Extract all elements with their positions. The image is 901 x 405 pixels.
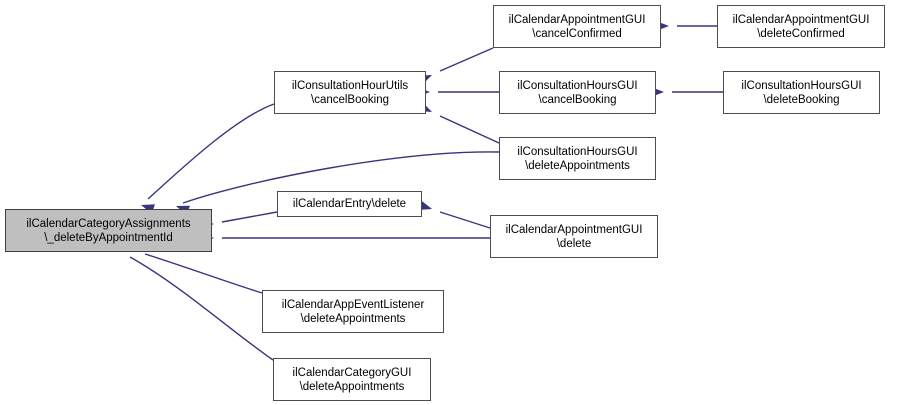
graph-node-cal_entry_delete[interactable]: ilCalendarEntry\delete bbox=[277, 191, 422, 217]
node-label-line2: \deleteAppointments bbox=[300, 312, 406, 325]
node-label-line2: \deleteConfirmed bbox=[757, 27, 845, 40]
node-label-line1: ilConsultationHoursGUI bbox=[517, 145, 638, 158]
node-label-line2: \cancelConfirmed bbox=[532, 27, 622, 40]
graph-node-cal_app_event_listener_delete_appointments[interactable]: ilCalendarAppEventListener\deleteAppoint… bbox=[262, 290, 444, 333]
graph-node-consult_hours_gui_delete_booking[interactable]: ilConsultationHoursGUI\deleteBooking bbox=[723, 71, 880, 114]
node-label-line2: \delete bbox=[556, 237, 592, 250]
edge-consulthourutils-to-root bbox=[147, 103, 275, 200]
graph-node-consult_hour_utils_cancel_booking[interactable]: ilConsultationHourUtils\cancelBooking bbox=[274, 71, 426, 114]
node-label-line1: ilCalendarAppointmentGUI bbox=[732, 13, 870, 26]
node-label-line2: \_deleteByAppointmentId bbox=[44, 231, 173, 244]
graph-node-cal_category_gui_delete_appointments[interactable]: ilCalendarCategoryGUI\deleteAppointments bbox=[273, 358, 431, 401]
graph-node-cal_appt_gui_delete_confirmed[interactable]: ilCalendarAppointmentGUI\deleteConfirmed bbox=[717, 5, 885, 48]
node-label-line2: \deleteBooking bbox=[763, 93, 840, 106]
node-label-line1: ilConsultationHourUtils bbox=[291, 79, 409, 92]
node-label-line1: ilCalendarAppointmentGUI bbox=[508, 13, 646, 26]
node-label-line2: \deleteAppointments bbox=[299, 380, 405, 393]
node-label-line1: ilConsultationHoursGUI bbox=[517, 79, 638, 92]
graph-node-consult_hours_gui_cancel_booking[interactable]: ilConsultationHoursGUI\cancelBooking bbox=[499, 71, 656, 114]
node-label-line2: \deleteAppointments bbox=[525, 159, 630, 172]
graph-node-cal_appt_gui_cancel_confirmed[interactable]: ilCalendarAppointmentGUI\cancelConfirmed bbox=[493, 5, 661, 48]
node-label-line1: ilCalendarAppEventListener bbox=[281, 298, 425, 311]
graph-node-consult_hours_gui_delete_appointments[interactable]: ilConsultationHoursGUI\deleteAppointment… bbox=[499, 137, 656, 180]
edge-appeventlistener-to-root bbox=[144, 253, 263, 294]
edge-calapptguidelete-to-calentrydelete bbox=[439, 211, 491, 229]
node-label-line1: ilConsultationHoursGUI bbox=[741, 79, 862, 92]
node-label-line1: ilCalendarEntry\delete bbox=[292, 198, 407, 210]
node-label-line1: ilCalendarAppointmentGUI bbox=[505, 223, 643, 236]
graph-node-root[interactable]: ilCalendarCategoryAssignments\_deleteByA… bbox=[5, 209, 212, 252]
edge-calcategorygui-to-root bbox=[129, 256, 274, 361]
node-label-line1: ilCalendarCategoryAssignments bbox=[26, 217, 191, 230]
edge-chgui-delappt-to-hourutils bbox=[439, 115, 500, 144]
edge-cancelconfirmed-to-hourutils bbox=[439, 47, 494, 72]
node-label-line1: ilCalendarCategoryGUI bbox=[292, 366, 412, 379]
node-label-line2: \cancelBooking bbox=[311, 93, 389, 106]
edge-calentrydelete-to-root bbox=[221, 211, 278, 223]
graph-node-cal_appt_gui_delete[interactable]: ilCalendarAppointmentGUI\delete bbox=[490, 215, 658, 258]
node-label-line2: \cancelBooking bbox=[538, 93, 617, 106]
